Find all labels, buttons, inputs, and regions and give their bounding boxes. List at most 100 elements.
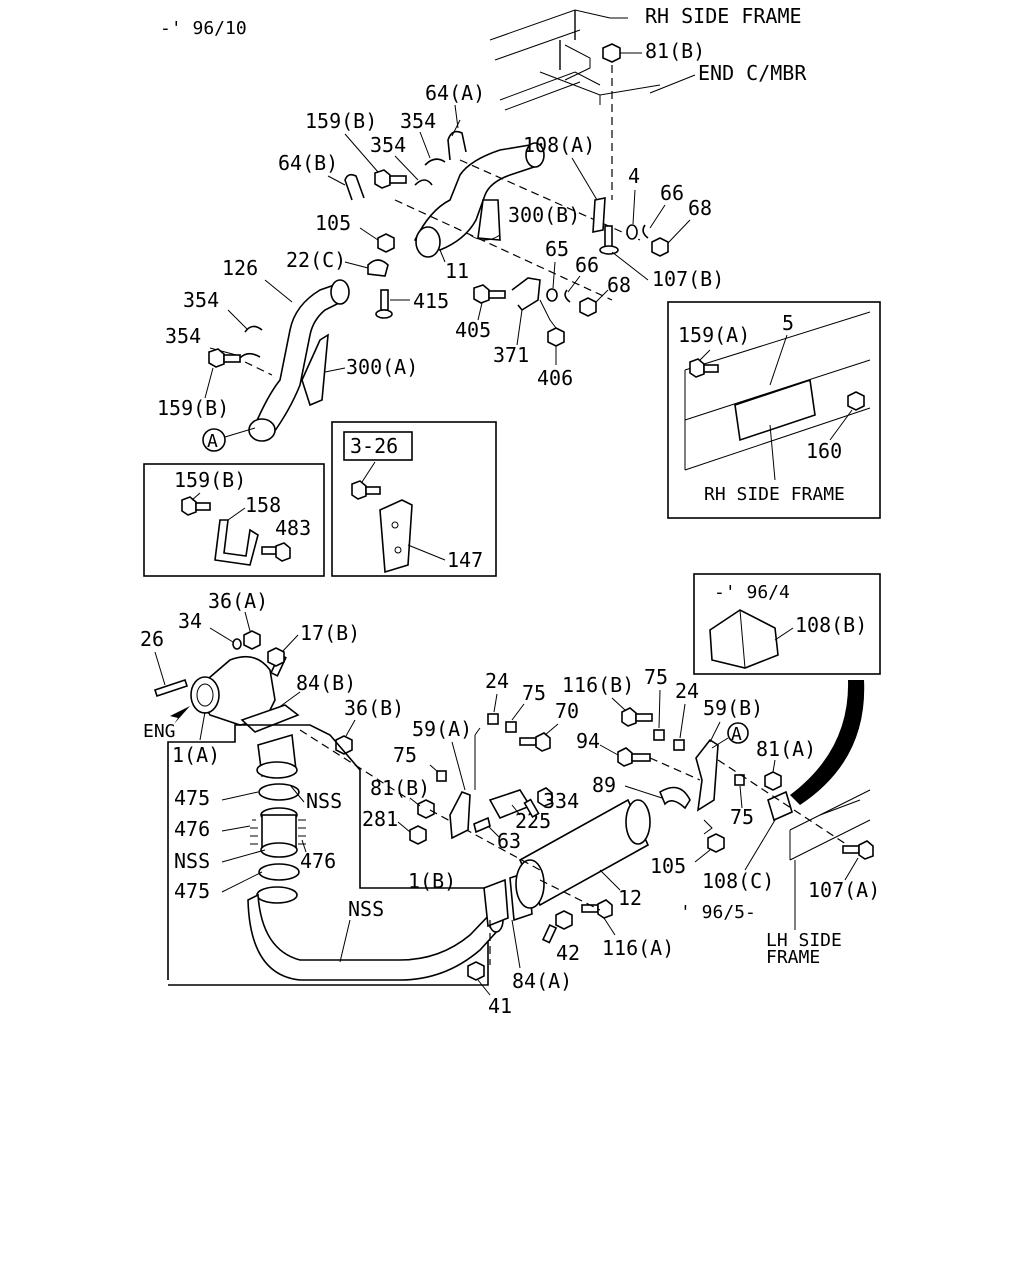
part-36a-label: 36(A)	[208, 589, 268, 613]
reference-circle-a-top	[202, 428, 226, 452]
part-126-label: 126	[222, 256, 258, 280]
part-68-b-label: 68	[607, 273, 631, 297]
lh-side-frame-drawing	[789, 789, 871, 861]
bolt-116b	[621, 707, 653, 727]
inset-rh-frame-label: RH SIDE FRAME	[704, 484, 845, 505]
part-354-b-label: 354	[370, 133, 406, 157]
inset-147-label: 147	[447, 548, 483, 572]
part-159b-b-label: 159(B)	[157, 396, 229, 420]
nut-68-a	[651, 237, 669, 257]
bolt-483	[261, 542, 291, 562]
bolt-159b-mid	[208, 348, 241, 368]
inset-rh-side-frame	[667, 301, 881, 519]
part-334-label: 334	[543, 789, 579, 813]
part-105-b-label: 105	[650, 854, 686, 878]
part-116b-label: 116(B)	[562, 673, 634, 697]
u-bolt-64b	[344, 173, 365, 201]
part-4-label: 4	[628, 164, 640, 188]
bolt-42	[541, 910, 573, 944]
part-75-a-label: 75	[393, 743, 417, 767]
part-81b-top-label: 81(B)	[645, 39, 705, 63]
part-59a-label: 59(A)	[412, 717, 472, 741]
inset-158-label: 158	[245, 493, 281, 517]
exhaust-pipe-126	[248, 279, 350, 442]
part-281-label: 281	[362, 807, 398, 831]
part-354-a-label: 354	[400, 109, 436, 133]
clip-354-c	[244, 325, 263, 333]
engine-arrow-icon	[170, 706, 190, 724]
nut-105-lower	[707, 833, 725, 853]
bolt-94	[617, 747, 651, 767]
part-26-label: 26	[140, 627, 164, 651]
circle-a-mid-label: A	[731, 724, 742, 745]
part-1a-label: 1(A)	[172, 743, 220, 767]
inset-160-label: 160	[806, 439, 842, 463]
bolt-107b	[599, 225, 619, 255]
bolt-159b-top	[374, 169, 407, 189]
part-24-a-label: 24	[485, 669, 509, 693]
part-41-label: 41	[488, 994, 512, 1018]
lh-frame-label: FRAME	[766, 947, 820, 968]
part-65-label: 65	[545, 237, 569, 261]
part-42-label: 42	[556, 941, 580, 965]
part-475-a-label: 475	[174, 786, 210, 810]
inset-159a-label: 159(A)	[678, 323, 750, 347]
spacer-24-a	[487, 713, 499, 725]
spacer-24-b	[673, 739, 685, 751]
bracket-59a	[449, 791, 471, 840]
inset-483-label: 483	[275, 516, 311, 540]
spacer-75-b	[505, 721, 517, 733]
part-75-b-label: 75	[522, 681, 546, 705]
nut-41	[467, 961, 485, 981]
bracket-108c	[767, 790, 793, 822]
part-nss-c-label: NSS	[348, 897, 384, 921]
bolt-159a	[689, 358, 719, 378]
end-cross-member-label: END C/MBR	[698, 61, 807, 85]
inset-bracket-108b	[693, 573, 881, 675]
washer-34	[232, 638, 242, 650]
part-64a-label: 64(A)	[425, 81, 485, 105]
spring-washer-66-b	[564, 289, 571, 303]
part-59b-label: 59(B)	[703, 696, 763, 720]
date-code: -' 96/10	[160, 18, 247, 39]
clamp-22c	[367, 259, 389, 277]
part-81a-label: 81(A)	[756, 737, 816, 761]
circle-a-top-label: A	[207, 431, 218, 452]
inset-108b-label: 108(B)	[795, 613, 867, 637]
spacer-75-c	[653, 729, 665, 741]
hanger-158	[214, 519, 259, 566]
part-nss-b-label: NSS	[174, 849, 210, 873]
u-bolt-64a	[447, 130, 467, 161]
part-89-label: 89	[592, 773, 616, 797]
nut-281	[409, 825, 427, 845]
part-24-b-label: 24	[675, 679, 699, 703]
bracket-300a	[301, 333, 329, 407]
part-36b-label: 36(B)	[344, 696, 404, 720]
nut-105-top	[377, 233, 395, 253]
part-415-label: 415	[413, 289, 449, 313]
part-475-b-label: 475	[174, 879, 210, 903]
bolt-334	[523, 787, 553, 819]
part-63-label: 63	[497, 829, 521, 853]
inset-hanger-158	[143, 463, 325, 577]
bracket-108a	[592, 197, 606, 233]
muffler-12	[515, 798, 651, 909]
part-300b-label: 300(B)	[508, 203, 580, 227]
part-64b-label: 64(B)	[278, 151, 338, 175]
part-11-label: 11	[445, 259, 469, 283]
part-108a-label: 108(A)	[523, 133, 595, 157]
bracket-147	[379, 499, 413, 574]
continuation-arrow	[790, 680, 865, 805]
part-476-b-label: 476	[300, 849, 336, 873]
inset-159b-label: 159(B)	[174, 468, 246, 492]
bolt-17b	[267, 647, 287, 677]
bolt-inset-326	[351, 480, 381, 500]
stud-26	[153, 678, 189, 698]
part-476-a-label: 476	[174, 817, 210, 841]
inset-ref-label: 3-26	[350, 434, 398, 458]
part-70-label: 70	[555, 699, 579, 723]
bolt-415	[375, 289, 393, 319]
washer-65	[546, 288, 558, 302]
part-17b-label: 17(B)	[300, 621, 360, 645]
